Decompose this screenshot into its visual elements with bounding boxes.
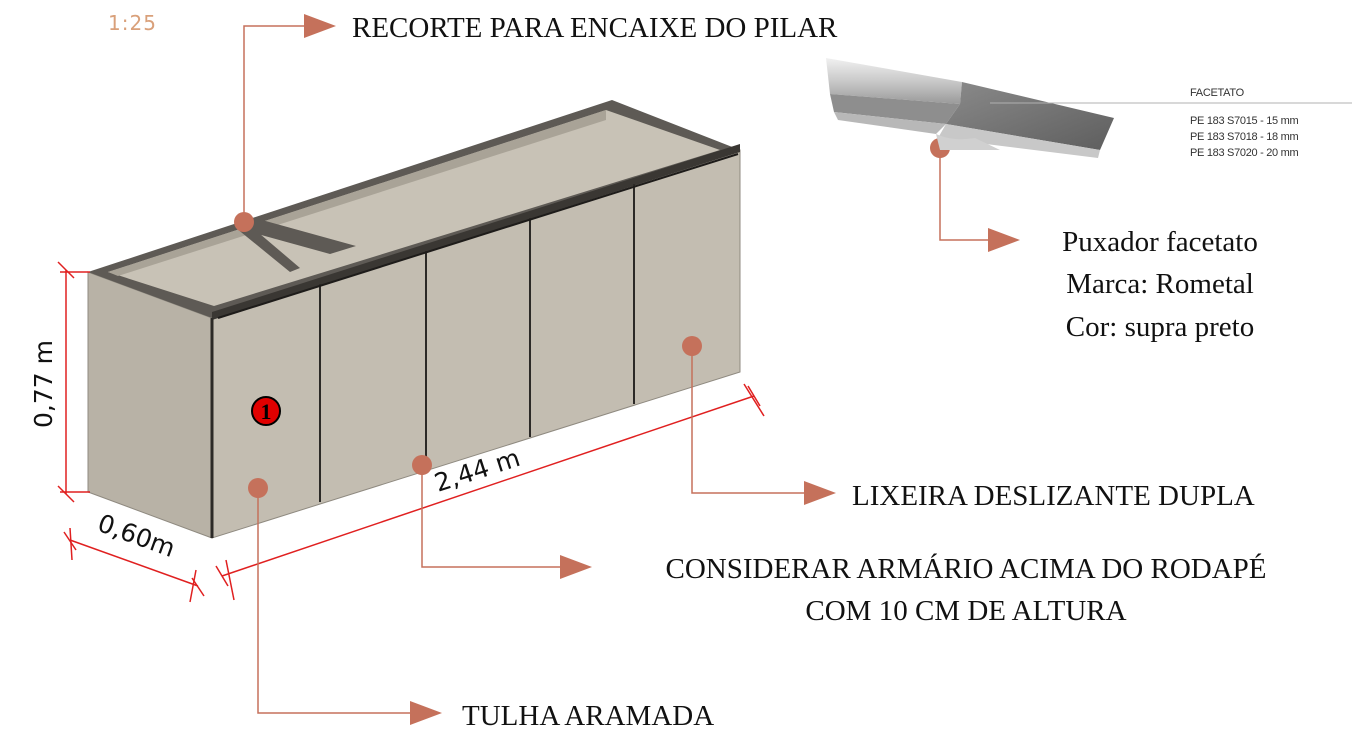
callout-lixeira: LIXEIRA DESLIZANTE DUPLA — [852, 480, 1255, 512]
scale-label: 1:25 — [108, 11, 157, 35]
callout-leaders — [243, 25, 990, 714]
callout-considerar-line1: CONSIDERAR ARMÁRIO ACIMA DO RODAPÉ — [665, 552, 1266, 585]
handle-profile-illustration — [826, 58, 1352, 158]
handle-profile — [217, 153, 739, 319]
handle-spec-row: PE 183 S7018 - 18 mm — [1190, 131, 1298, 143]
callout-puxador-line3: Cor: supra preto — [1066, 311, 1254, 343]
handle-spec-title: FACETATO — [1190, 87, 1245, 99]
dimension-lines — [57, 261, 765, 603]
item-marker-number: 1 — [261, 399, 272, 424]
cabinet-side-face — [87, 271, 213, 539]
dimension-height: 0,77 m — [29, 340, 58, 428]
cabinet-3d — [87, 100, 741, 539]
callout-arrows — [304, 14, 1020, 725]
callout-puxador-line2: Marca: Rometal — [1066, 268, 1254, 300]
front-top-edge — [212, 144, 740, 320]
cabinet-inner-wall — [108, 110, 606, 276]
handle-spec-table: FACETATO PE 183 S7015 - 15 mm PE 183 S70… — [1190, 87, 1299, 159]
pillar-notch-rim-2 — [236, 222, 300, 272]
cabinet-top-opening — [108, 110, 720, 306]
pillar-notch-rim — [236, 220, 356, 254]
item-marker: 1 — [251, 396, 281, 426]
handle-spec-row: PE 183 S7020 - 20 mm — [1190, 147, 1298, 159]
callout-considerar-line2: COM 10 CM DE ALTURA — [805, 595, 1126, 627]
handle-spec-row: PE 183 S7015 - 15 mm — [1190, 115, 1298, 127]
callout-recorte: RECORTE PARA ENCAIXE DO PILAR — [352, 12, 838, 44]
callout-tulha: TULHA ARAMADA — [462, 700, 714, 732]
callout-puxador-line1: Puxador facetato — [1062, 226, 1258, 258]
